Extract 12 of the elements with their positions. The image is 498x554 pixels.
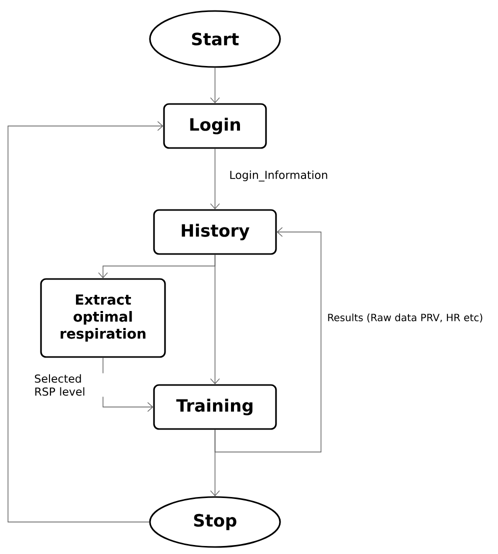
arrow	[210, 67, 220, 104]
process-box: Login	[163, 103, 267, 149]
edge-label: Selected RSP level	[33, 373, 108, 397]
process-box: Training	[153, 384, 277, 430]
arrow	[8, 121, 164, 522]
arrow	[210, 148, 220, 210]
process-box: Extract optimal respiration	[40, 278, 166, 358]
arrow	[210, 254, 220, 384]
edge-label: Results (Raw data PRV, HR etc)	[326, 312, 484, 324]
edge-label: Login_Information	[228, 170, 330, 182]
arrow	[214, 227, 322, 452]
process-box: History	[153, 209, 277, 255]
